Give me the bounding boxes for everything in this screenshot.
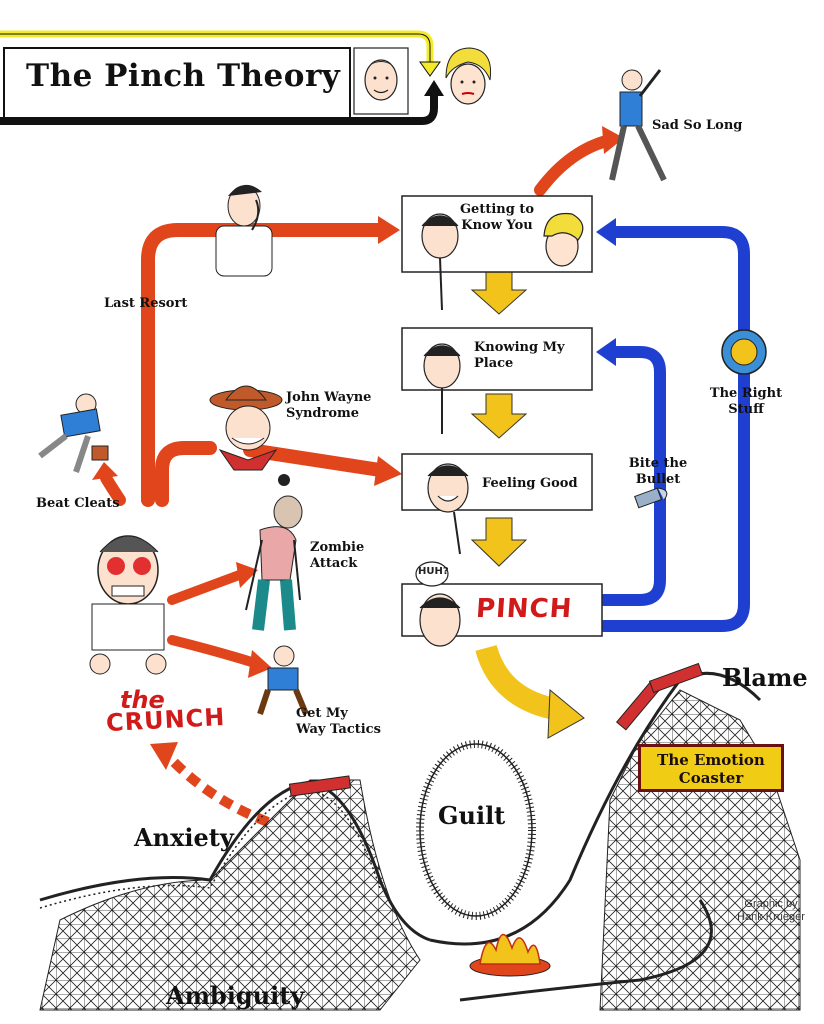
john-wayne-syndrome-label: John Wayne Syndrome	[286, 390, 372, 421]
title-box	[3, 47, 351, 119]
woman-portrait-title	[445, 47, 492, 105]
zombie-attack-label: Zombie Attack	[310, 540, 365, 571]
crunch-figure	[89, 535, 167, 675]
huh-bubble-label: HUH?	[418, 566, 449, 577]
guilt-label: Guilt	[438, 801, 506, 830]
ambiguity-label: Ambiguity	[166, 981, 305, 1010]
man-portrait-title	[353, 47, 409, 115]
get-my-way-tactics-label: Get My Way Tactics	[296, 706, 381, 737]
pinch-to-coaster-arrow-head	[547, 688, 585, 739]
anxiety-label: Anxiety	[134, 823, 234, 852]
page-title: The Pinch Theory	[26, 58, 341, 94]
sad-so-long-figure	[609, 69, 667, 182]
emotion-coaster-sign: The Emotion Coaster	[638, 744, 784, 792]
blue-arrow-heads	[596, 218, 616, 366]
beat-cleats-figure	[38, 393, 109, 473]
crunch-the-label: the	[120, 686, 165, 714]
right-stuff-astronaut	[721, 329, 767, 375]
red-arrow-heads	[92, 126, 624, 678]
zombie-figure	[245, 474, 303, 631]
get-my-way-figure	[257, 645, 309, 716]
the-right-stuff-label: The Right Stuff	[709, 386, 783, 417]
emotion-coaster-structure	[39, 662, 801, 1011]
graphic-credit: Graphic by Hank Krueger	[737, 898, 805, 923]
pinch-to-coaster-arrow	[475, 644, 563, 721]
pinch-label: PINCH	[474, 594, 574, 624]
feeling-good-label: Feeling Good	[482, 476, 578, 491]
yellow-arrows	[470, 269, 528, 567]
last-resort-label: Last Resort	[104, 296, 188, 311]
bite-the-bullet-label: Bite the Bullet	[628, 456, 688, 487]
bullet-icon	[634, 487, 668, 509]
anxiety-to-crunch-dashed-arrow	[150, 742, 270, 827]
red-arrows	[100, 134, 616, 669]
blue-arrows	[598, 226, 750, 632]
knowing-my-place-label: Knowing My Place	[474, 340, 565, 371]
sad-so-long-label: Sad So Long	[652, 118, 743, 133]
last-resort-figure	[215, 184, 273, 277]
getting-to-know-you-label: Getting to Know You	[459, 202, 535, 233]
box-face-sketches	[415, 212, 584, 647]
fire-icon	[469, 933, 551, 977]
blame-label: Blame	[722, 663, 808, 692]
john-wayne-figure	[209, 385, 283, 471]
beat-cleats-label: Beat Cleats	[36, 496, 120, 511]
title-connector-lines	[0, 30, 444, 125]
